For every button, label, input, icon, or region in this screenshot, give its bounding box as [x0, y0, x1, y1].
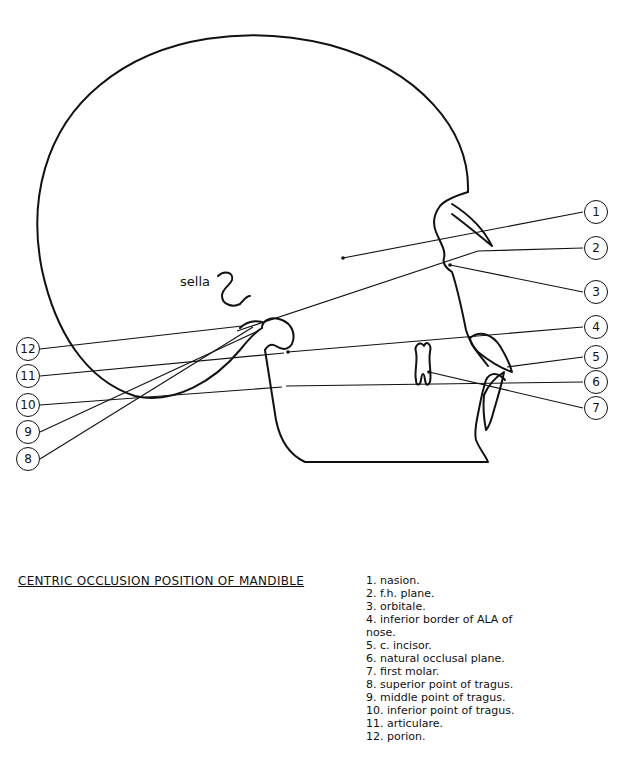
callout-number: 4: [592, 321, 600, 333]
callout-circle: 10: [16, 393, 40, 417]
callout-number: 5: [592, 351, 600, 363]
callout-circle: 1: [584, 200, 608, 224]
callout-number: 3: [592, 286, 600, 298]
callout-number: 2: [592, 242, 600, 254]
callout-number: 12: [20, 343, 35, 355]
key-item: 1. nasion.: [366, 574, 541, 587]
key-item: 5. c. incisor.: [366, 639, 541, 652]
key-item: 6. natural occlusal plane.: [366, 652, 541, 665]
key-item: 9. middle point of tragus.: [366, 691, 541, 704]
callout-circle: 12: [16, 337, 40, 361]
key-item: 7. first molar.: [366, 665, 541, 678]
key-list: 1. nasion.2. f.h. plane.3. orbitale.4. i…: [366, 574, 541, 743]
key-item: 2. f.h. plane.: [366, 587, 541, 600]
callout-number: 1: [592, 206, 600, 218]
landmark-label: sella: [180, 274, 210, 289]
key-item: 3. orbitale.: [366, 600, 541, 613]
key-item: 12. porion.: [366, 730, 541, 743]
key-item: 10. inferior point of tragus.: [366, 704, 541, 717]
callout-circle: 4: [584, 315, 608, 339]
key-item: 11. articulare.: [366, 717, 541, 730]
caption: CENTRIC OCCLUSION POSITION OF MANDIBLE: [18, 574, 304, 588]
callout-circle: 11: [16, 364, 40, 388]
callout-circle: 3: [584, 280, 608, 304]
callout-number: 7: [592, 402, 600, 414]
callout-circle: 5: [584, 345, 608, 369]
callout-circle: 8: [16, 447, 40, 471]
key-item: 4. inferior border of ALA of nose.: [366, 613, 541, 639]
callout-circle: 2: [584, 236, 608, 260]
key-item: 8. superior point of tragus.: [366, 678, 541, 691]
callout-circle: 7: [584, 396, 608, 420]
callout-number: 8: [24, 453, 32, 465]
callout-number: 11: [20, 370, 35, 382]
callout-circle: 6: [584, 370, 608, 394]
callout-number: 6: [592, 376, 600, 388]
callout-number: 10: [20, 399, 35, 411]
callout-number: 9: [24, 426, 32, 438]
callout-circle: 9: [16, 420, 40, 444]
